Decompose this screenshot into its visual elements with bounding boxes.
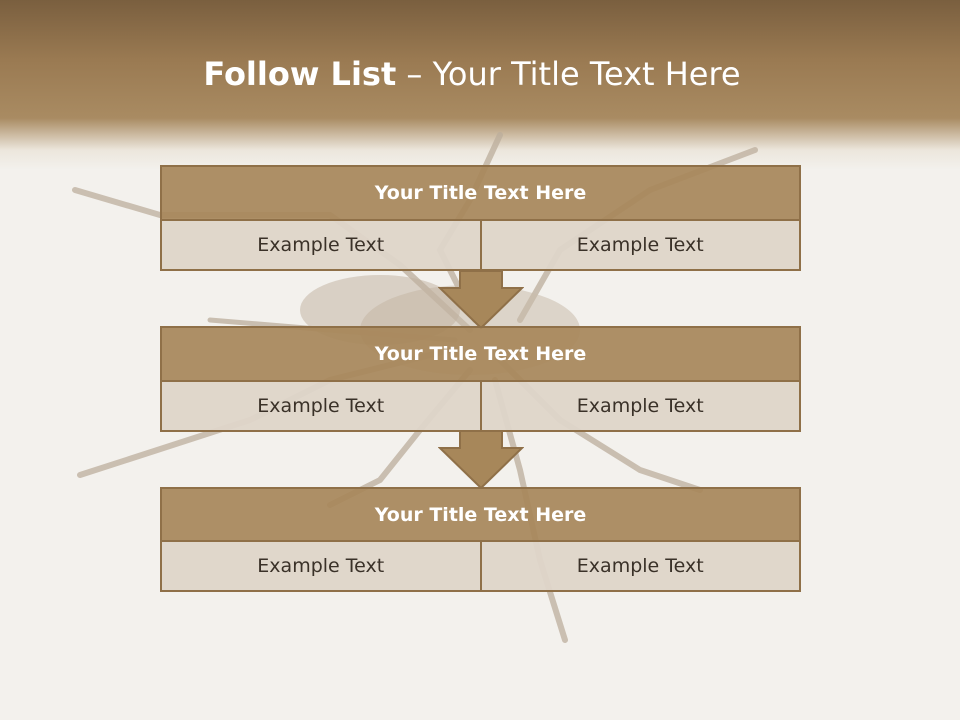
slide-title-rest: – Your Title Text Here (396, 55, 741, 93)
block-row: Example Text Example Text (160, 542, 801, 592)
block-cell-right: Example Text (481, 221, 801, 271)
list-block-2: Your Title Text Here Example Text Exampl… (160, 326, 801, 432)
list-block-1: Your Title Text Here Example Text Exampl… (160, 165, 801, 271)
slide-title-bold: Follow List (203, 55, 397, 93)
down-arrow-icon (438, 270, 524, 330)
block-cell-right: Example Text (481, 382, 801, 432)
block-title: Your Title Text Here (160, 487, 801, 542)
block-cell-left: Example Text (160, 221, 482, 271)
block-title: Your Title Text Here (160, 165, 801, 221)
block-title: Your Title Text Here (160, 326, 801, 382)
block-cell-right: Example Text (481, 542, 801, 592)
slide-title: Follow List – Your Title Text Here (0, 55, 944, 93)
header-band (0, 0, 960, 170)
list-block-3: Your Title Text Here Example Text Exampl… (160, 487, 801, 592)
block-row: Example Text Example Text (160, 221, 801, 271)
block-row: Example Text Example Text (160, 382, 801, 432)
block-cell-left: Example Text (160, 542, 482, 592)
block-cell-left: Example Text (160, 382, 482, 432)
down-arrow-icon (438, 430, 524, 490)
